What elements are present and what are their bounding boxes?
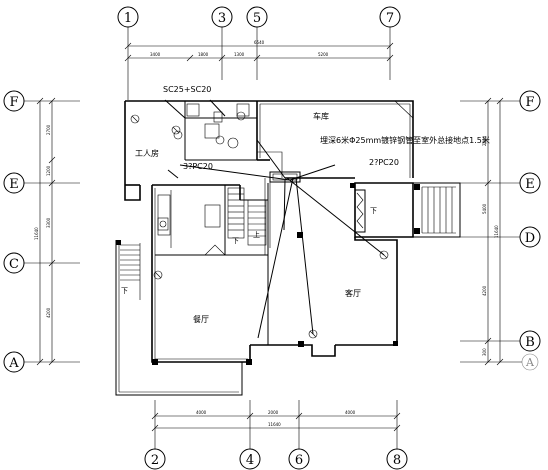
axis-markers-bottom: 2 4 6 8 4000 2000 4000 11640 — [144, 400, 408, 470]
axis-label-8: 8 — [393, 453, 401, 468]
axis-label-E-right: E — [525, 177, 535, 192]
axis-label-E-left: E — [9, 177, 19, 192]
axis-label-6: 6 — [295, 453, 303, 468]
axis-markers-left: F E C A 2700 1200 3300 4200 11640 — [3, 90, 80, 373]
svg-text:11640: 11640 — [34, 227, 39, 240]
axis-label-A-left: A — [8, 356, 19, 371]
svg-text:4200: 4200 — [482, 285, 487, 296]
svg-text:2000: 2000 — [268, 410, 279, 415]
axis-label-4: 4 — [246, 453, 254, 468]
stair-up: 上 — [253, 230, 260, 239]
svg-text:4200: 4200 — [46, 307, 51, 318]
svg-text:4000: 4000 — [196, 410, 207, 415]
room-labels: SC25+SC20 3?PC20 2?PC20 车库 工人房 客厅 餐厅 上 下… — [121, 85, 490, 324]
axis-label-2: 2 — [151, 453, 159, 468]
stair-down-1: 下 — [232, 237, 239, 245]
dim-top-1: 3400 — [150, 52, 161, 57]
axis-label-C-left: C — [9, 257, 19, 272]
top-dimension-lines: 3400 1800 1300 5200 6540 — [124, 40, 394, 62]
svg-text:5400: 5400 — [482, 203, 487, 214]
axis-label-7: 7 — [386, 11, 394, 26]
structural-columns — [116, 183, 420, 365]
dim-top-4: 5200 — [318, 52, 329, 57]
stair-down-2: 下 — [121, 287, 128, 295]
svg-text:1200: 1200 — [46, 165, 51, 176]
dim-top-2: 1800 — [198, 52, 209, 57]
svg-text:3300: 3300 — [46, 217, 51, 228]
axis-label-B-right: B — [525, 335, 535, 350]
circuit-pc20-left: 3?PC20 — [183, 162, 213, 171]
building-walls — [115, 100, 461, 396]
axis-label-F-left: F — [9, 95, 18, 110]
svg-text:11640: 11640 — [268, 422, 281, 427]
east-steps — [413, 182, 461, 238]
svg-text:2700: 2700 — [46, 124, 51, 135]
axis-markers-top: 1 3 5 7 — [117, 6, 401, 100]
axis-label-F-right: F — [525, 95, 534, 110]
dim-top-3: 1300 — [234, 52, 245, 57]
room-garage: 车库 — [313, 111, 329, 121]
room-worker: 工人房 — [135, 148, 159, 158]
circuit-sc25: SC25+SC20 — [163, 85, 211, 94]
dim-top-total: 6540 — [254, 40, 265, 45]
circuit-pc20-right: 2?PC20 — [369, 158, 399, 167]
stair-down-3: 下 — [370, 207, 377, 215]
svg-text:11640: 11640 — [494, 225, 499, 238]
west-steps — [120, 243, 141, 300]
room-dining: 餐厅 — [193, 315, 209, 324]
svg-text:2800: 2800 — [482, 135, 487, 146]
svg-text:300: 300 — [482, 348, 487, 356]
kitchen-fixtures — [157, 190, 221, 248]
wiring — [164, 99, 385, 346]
axis-label-A-right: A — [525, 356, 535, 369]
axis-markers-right: F E D B A 2800 5400 4200 300 11640 — [460, 90, 541, 371]
bathroom-fixtures — [184, 101, 257, 161]
grounding-note: 埋深6米Φ25mm镀锌钢管至室外总接地点1.5米 — [320, 135, 490, 145]
interior-stairs — [204, 187, 267, 256]
room-living: 客厅 — [345, 288, 361, 298]
axis-label-5: 5 — [253, 11, 261, 26]
axis-label-3: 3 — [218, 11, 226, 26]
svg-text:4000: 4000 — [345, 410, 356, 415]
axis-label-1: 1 — [124, 11, 132, 26]
axis-label-D-right: D — [525, 231, 535, 246]
light-fixtures — [130, 111, 389, 339]
